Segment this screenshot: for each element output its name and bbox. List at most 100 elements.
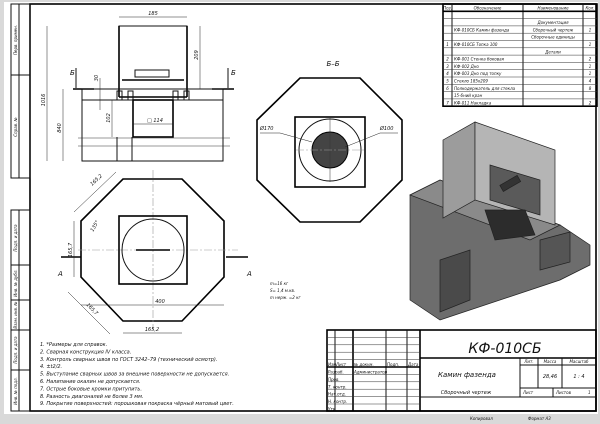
product-name: Камин фазенда	[438, 371, 496, 379]
spec-cell: 4	[589, 79, 592, 84]
dim-angle: 135°	[90, 219, 101, 233]
base-body	[81, 88, 224, 162]
stamp-label: Взам. инв. №	[13, 301, 18, 328]
developer-name: Администратор	[353, 370, 388, 375]
chimney-circle	[121, 218, 185, 282]
dim-height-box: 209	[194, 50, 200, 60]
spec-cell: 2	[446, 57, 449, 62]
front-view: 185 1016 840 209 30 102 □ 114 Б Б	[41, 11, 236, 162]
note-item: 4. ±t2/2.	[40, 364, 62, 370]
section-mark-b-left: Б	[70, 69, 75, 77]
stamp-label: Подп. и дата	[13, 336, 18, 364]
note-item: 5. Выступание сварных швов за внешние по…	[40, 372, 229, 378]
spec-header: Кол.	[585, 6, 594, 11]
spec-header: Наименование	[537, 6, 569, 11]
sheets-value: 1	[588, 390, 591, 395]
tb-col-header: Дата	[407, 362, 419, 367]
mass-value: 28,46	[543, 374, 557, 380]
scale-label: Масштаб	[569, 359, 589, 364]
firebox-square	[118, 215, 188, 285]
sheet-label: Лист	[522, 390, 534, 395]
dim-dia-outer: Ø170	[259, 125, 273, 132]
note-item: 8. Разность диагоналей не более 3 мм.	[40, 394, 143, 400]
mass-label: Масса	[544, 359, 557, 364]
section-mark-a-right: A	[246, 270, 252, 278]
drawing-frame	[29, 3, 597, 412]
spec-table: Поз. Обозначение Наименование Кол. Документа…	[442, 3, 598, 107]
spec-cell: 4	[446, 71, 449, 76]
spec-header: Поз.	[443, 6, 452, 11]
spec-cell: 7	[446, 100, 449, 105]
mass-note: S= 1,4 м.кв.	[270, 288, 295, 293]
tb-row-label: Пров.	[328, 377, 340, 382]
scale-value: 1 : 4	[573, 374, 584, 380]
octagon-outline	[80, 178, 225, 322]
tb-row-label: Т. контр.	[328, 384, 347, 389]
mass-note: m нерж. =2 кг	[270, 295, 302, 300]
section-view: Б–Б Ø170 Ø100 m=16 кг S= 1,4 м.кв. m нер…	[256, 60, 403, 300]
spec-cell: 2	[589, 100, 592, 105]
tb-col-header: Подп.	[387, 362, 399, 367]
mass-note: m=16 кг	[270, 281, 289, 286]
spec-cell: КФ-010СБ Камин фазенда	[454, 27, 510, 32]
spec-cell: 1	[589, 27, 592, 32]
spec-cell: Сборочный чертеж	[533, 27, 574, 32]
spec-cell: 8	[589, 86, 592, 91]
note-item: 1. *Размеры для справок.	[40, 342, 107, 348]
spec-cell: КФ-001 Стенка боковая	[454, 57, 505, 62]
section-mark-a-left: A	[57, 270, 63, 278]
spec-cell: Сборочные единицы	[531, 35, 574, 40]
dim-height-total: 1016	[41, 94, 47, 107]
spec-cell: 6	[446, 86, 449, 91]
stamp-label: Инв. № подл.	[13, 377, 18, 405]
spec-cell: 1	[589, 42, 592, 47]
spec-cell: 2	[589, 57, 592, 62]
drawing-designation: КФ-010СБ	[468, 341, 541, 357]
sheets-label: Листов	[555, 390, 572, 395]
dim-height-body: 840	[57, 123, 63, 133]
lit-label: Лит.	[523, 359, 533, 364]
spec-cell: 5	[446, 79, 449, 84]
dim-door: 102	[106, 113, 112, 123]
spec-cell: Полкодержатель для стекла	[454, 86, 516, 91]
spec-cell: КФ-011 Накладка	[454, 100, 492, 105]
stamp-label: Справ. №	[13, 117, 18, 136]
spec-cell: КФ-003 Дно под топку	[454, 71, 502, 76]
dim-dia-inner: Ø100	[379, 125, 393, 132]
dim-width: 400	[155, 299, 165, 305]
spec-cell: КФ-002 Дно	[454, 64, 479, 69]
technical-notes: 1. *Размеры для справок.2. Сварная конст…	[40, 342, 234, 407]
spec-cell: 1	[446, 42, 449, 47]
note-item: 7. Острые боковые кромки притупить.	[40, 386, 142, 392]
stamp-label: Подп. и дата	[13, 224, 18, 252]
tb-col-header: Лист	[335, 362, 347, 367]
dim-width-top: 185	[148, 11, 158, 17]
tb-row-label: Н. контр.	[328, 399, 347, 404]
tb-col-header: № докум.	[353, 362, 374, 367]
isometric-view	[409, 121, 591, 321]
dim-side: 165,7	[68, 242, 74, 257]
spec-cell: 1	[589, 64, 592, 69]
stamp-label: Перв. примен.	[13, 25, 18, 55]
spec-cell: 3	[446, 64, 449, 69]
tb-row-label: Утв.	[328, 407, 336, 412]
note-item: 2. Сварная конструкция IV класса.	[40, 349, 131, 355]
document-type: Сборочный чертеж	[441, 390, 492, 396]
note-item: 6. Налипание окалин не допускается.	[40, 379, 140, 385]
spec-cell: Документация	[537, 20, 570, 25]
spec-header: Обозначение	[474, 6, 502, 11]
dim-offset: 30	[94, 75, 100, 81]
spec-cell: КФ-010СБ Топка 100	[454, 42, 498, 47]
spec-cell: 1	[589, 71, 592, 76]
spec-cell: Стекло 185х209	[454, 79, 488, 84]
footer-format: Формат А3	[528, 416, 551, 421]
tb-row-label: Разраб.	[328, 370, 344, 375]
tb-col-header: Изм.	[328, 362, 337, 367]
spec-cell: Детали	[544, 49, 561, 54]
stamp-label: Инв. № дубл.	[13, 269, 18, 296]
note-item: 3. Контроль сварных швов по ГОСТ 3242–79…	[40, 357, 217, 363]
section-title: Б–Б	[326, 60, 339, 68]
dim-square: □ 114	[147, 118, 163, 124]
